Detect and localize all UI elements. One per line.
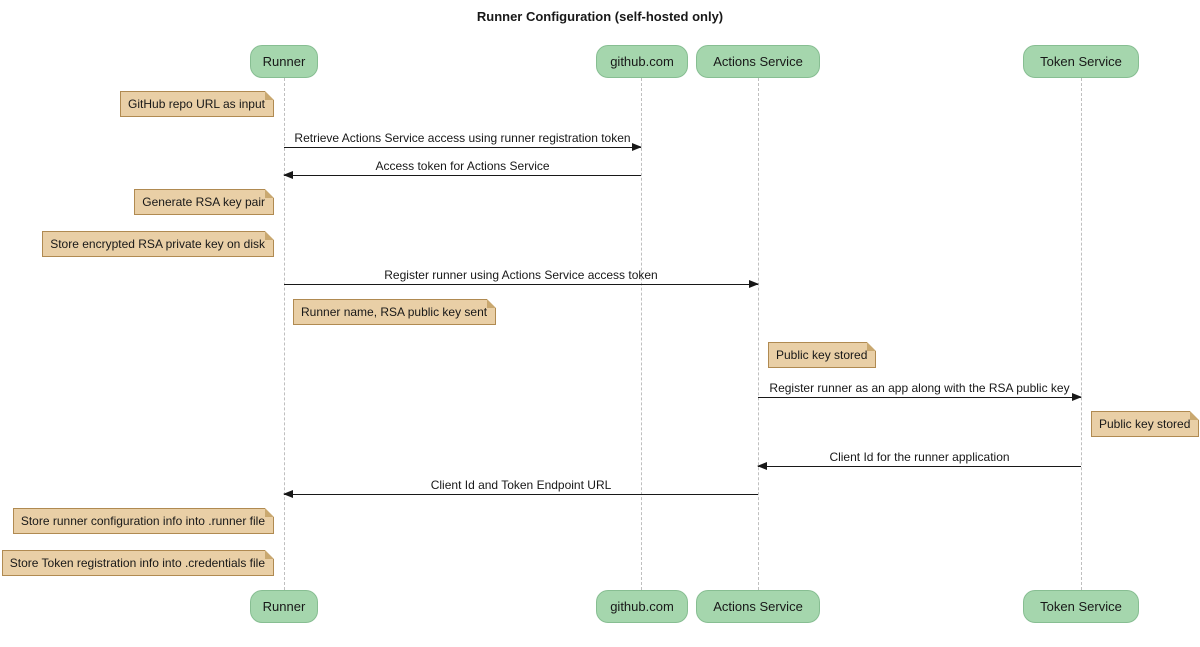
participant-token-service-top: Token Service <box>1023 45 1139 78</box>
participant-runner-bottom: Runner <box>250 590 318 623</box>
lifeline-github <box>641 78 642 590</box>
note-fold-icon <box>265 508 274 517</box>
note-text: Store runner configuration info into .ru… <box>20 514 265 528</box>
note-public-key-stored-token: Public key stored <box>1091 411 1200 437</box>
note-fold-icon <box>867 342 877 351</box>
participant-github-bottom: github.com <box>596 590 688 623</box>
diagram-title: Runner Configuration (self-hosted only) <box>476 9 724 24</box>
note-text: Public key stored <box>1099 417 1191 431</box>
note-repo-url: GitHub repo URL as input <box>120 91 274 117</box>
message-label: Client Id and Token Endpoint URL <box>430 478 612 492</box>
note-fold-icon <box>1190 411 1200 420</box>
message-access-token: Access token for Actions Service <box>283 159 641 179</box>
arrow-left-icon <box>283 171 293 179</box>
arrow-left-icon <box>757 462 767 470</box>
note-public-key-stored-actions: Public key stored <box>768 342 877 368</box>
note-text: GitHub repo URL as input <box>128 97 265 111</box>
message-client-id-endpoint: Client Id and Token Endpoint URL <box>283 478 758 498</box>
note-store-runner-file: Store runner configuration info into .ru… <box>12 508 274 534</box>
note-fold-icon <box>265 91 274 100</box>
message-label: Register runner as an app along with the… <box>769 381 1070 395</box>
participant-actions-service-top: Actions Service <box>696 45 820 78</box>
note-text: Runner name, RSA public key sent <box>301 305 488 319</box>
message-line <box>757 462 1081 470</box>
message-label: Retrieve Actions Service access using ru… <box>294 131 631 145</box>
participant-token-service-bottom: Token Service <box>1023 590 1139 623</box>
note-fold-icon <box>487 299 497 308</box>
note-text: Public key stored <box>776 348 868 362</box>
message-retrieve-access: Retrieve Actions Service access using ru… <box>284 131 642 151</box>
message-line <box>758 393 1082 401</box>
lifeline-runner <box>284 78 285 590</box>
message-register-runner: Register runner using Actions Service ac… <box>284 268 759 288</box>
note-store-credentials-file: Store Token registration info into .cred… <box>1 550 274 576</box>
message-register-app: Register runner as an app along with the… <box>758 381 1082 401</box>
note-text: Store Token registration info into .cred… <box>9 556 265 570</box>
note-store-private-key: Store encrypted RSA private key on disk <box>42 231 274 257</box>
note-runner-name-sent: Runner name, RSA public key sent <box>293 299 497 325</box>
message-line <box>284 143 642 151</box>
lifeline-actions-service <box>758 78 759 590</box>
message-client-id: Client Id for the runner application <box>757 450 1081 470</box>
message-label: Register runner using Actions Service ac… <box>384 268 658 282</box>
note-fold-icon <box>265 550 274 559</box>
note-text: Generate RSA key pair <box>142 195 265 209</box>
arrow-left-icon <box>283 490 293 498</box>
note-generate-rsa: Generate RSA key pair <box>134 189 274 215</box>
arrow-right-icon <box>749 280 759 288</box>
lifeline-token-service <box>1081 78 1082 590</box>
note-fold-icon <box>265 231 274 240</box>
arrow-right-icon <box>632 143 642 151</box>
message-line <box>283 490 758 498</box>
arrow-right-icon <box>1072 393 1082 401</box>
message-line <box>283 171 641 179</box>
message-line <box>284 280 759 288</box>
participant-actions-service-bottom: Actions Service <box>696 590 820 623</box>
participant-github-top: github.com <box>596 45 688 78</box>
message-label: Client Id for the runner application <box>829 450 1010 464</box>
participant-runner-top: Runner <box>250 45 318 78</box>
note-text: Store encrypted RSA private key on disk <box>50 237 265 251</box>
note-fold-icon <box>265 189 274 198</box>
message-label: Access token for Actions Service <box>375 159 550 173</box>
